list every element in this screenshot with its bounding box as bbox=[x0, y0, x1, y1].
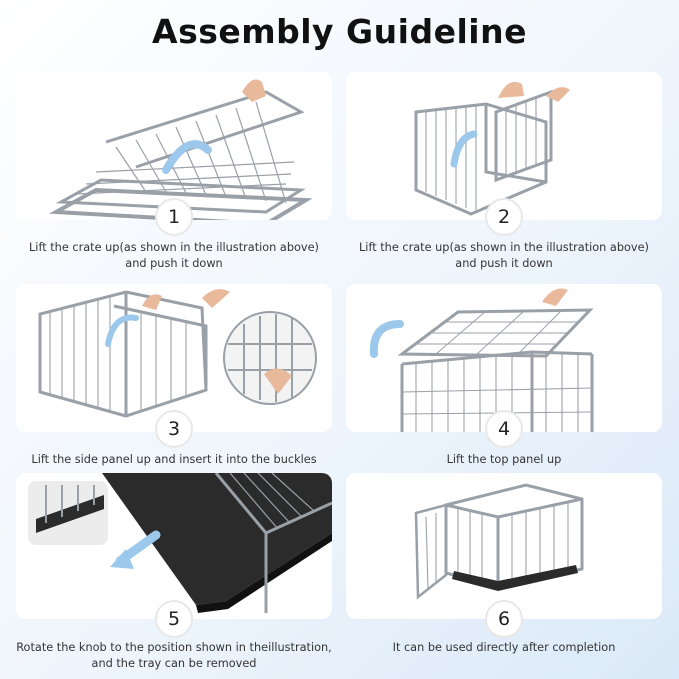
step-5-caption-line-2: and the tray can be removed bbox=[91, 657, 257, 670]
folded-crate bbox=[48, 90, 313, 220]
step-4-caption: Lift the top panel up bbox=[339, 452, 669, 468]
step-3-caption-line-1: Lift the side panel up and insert it int… bbox=[31, 453, 317, 466]
magnify-corner-inset bbox=[28, 481, 108, 545]
step-1-caption-line-2: and push it down bbox=[125, 257, 223, 270]
step-3-illustration bbox=[38, 289, 317, 418]
hand-icon bbox=[546, 87, 570, 102]
magnify-circle-icon bbox=[223, 311, 317, 405]
step-4-panel bbox=[346, 284, 662, 432]
step-5-badge: 5 bbox=[155, 600, 193, 638]
step-2-caption-line-2: and push it down bbox=[455, 257, 553, 270]
step-5-panel bbox=[16, 473, 332, 619]
crate-with-side-panel bbox=[38, 290, 208, 418]
step-4-caption-line-1: Lift the top panel up bbox=[446, 453, 562, 466]
curved-arrow-icon bbox=[105, 314, 139, 347]
arrowhead bbox=[110, 549, 134, 569]
tray-closeup bbox=[102, 473, 332, 613]
step-3-caption: Lift the side panel up and insert it int… bbox=[9, 452, 339, 468]
step-1-caption-line-1: Lift the crate up(as shown in the illust… bbox=[29, 241, 319, 254]
step-1-badge: 1 bbox=[155, 198, 193, 236]
step-6-caption-line-1: It can be used directly after completion bbox=[392, 641, 616, 654]
step-5-illustration bbox=[28, 473, 332, 613]
step-6-badge: 6 bbox=[485, 600, 523, 638]
assembled-crate bbox=[414, 483, 584, 600]
step-2-illustration bbox=[414, 81, 570, 216]
step-2-badge: 2 bbox=[485, 198, 523, 236]
curved-arrow-icon bbox=[369, 320, 404, 358]
step-6-caption: It can be used directly after completion bbox=[339, 640, 669, 656]
step-5-caption-line-1: Rotate the knob to the position shown in… bbox=[16, 641, 332, 654]
crate-top-panel bbox=[397, 308, 594, 358]
step-2-panel bbox=[346, 72, 662, 220]
hand-icon bbox=[498, 81, 524, 98]
hand-icon bbox=[202, 289, 230, 308]
half-open-crate bbox=[414, 89, 553, 216]
step-3-badge: 3 bbox=[155, 410, 193, 448]
step-6-panel bbox=[346, 473, 662, 619]
step-2-caption: Lift the crate up(as shown in the illust… bbox=[339, 240, 669, 272]
hand-icon bbox=[242, 79, 266, 102]
step-1-caption: Lift the crate up(as shown in the illust… bbox=[9, 240, 339, 272]
hand-icon bbox=[142, 294, 162, 310]
step-2-caption-line-1: Lift the crate up(as shown in the illust… bbox=[359, 241, 649, 254]
step-1-panel bbox=[16, 72, 332, 220]
page-title: Assembly Guideline bbox=[152, 12, 527, 51]
step-4-badge: 4 bbox=[485, 410, 523, 448]
crate-tray bbox=[452, 565, 578, 591]
step-3-panel bbox=[16, 284, 332, 432]
step-5-caption: Rotate the knob to the position shown in… bbox=[9, 640, 339, 672]
curved-arrow-icon bbox=[162, 140, 212, 174]
hand-icon bbox=[264, 368, 292, 394]
step-1-illustration bbox=[48, 79, 313, 220]
crate-corner bbox=[214, 473, 332, 613]
hand-icon bbox=[542, 288, 568, 306]
curved-arrow-icon bbox=[450, 130, 478, 168]
step-6-illustration bbox=[414, 483, 584, 600]
